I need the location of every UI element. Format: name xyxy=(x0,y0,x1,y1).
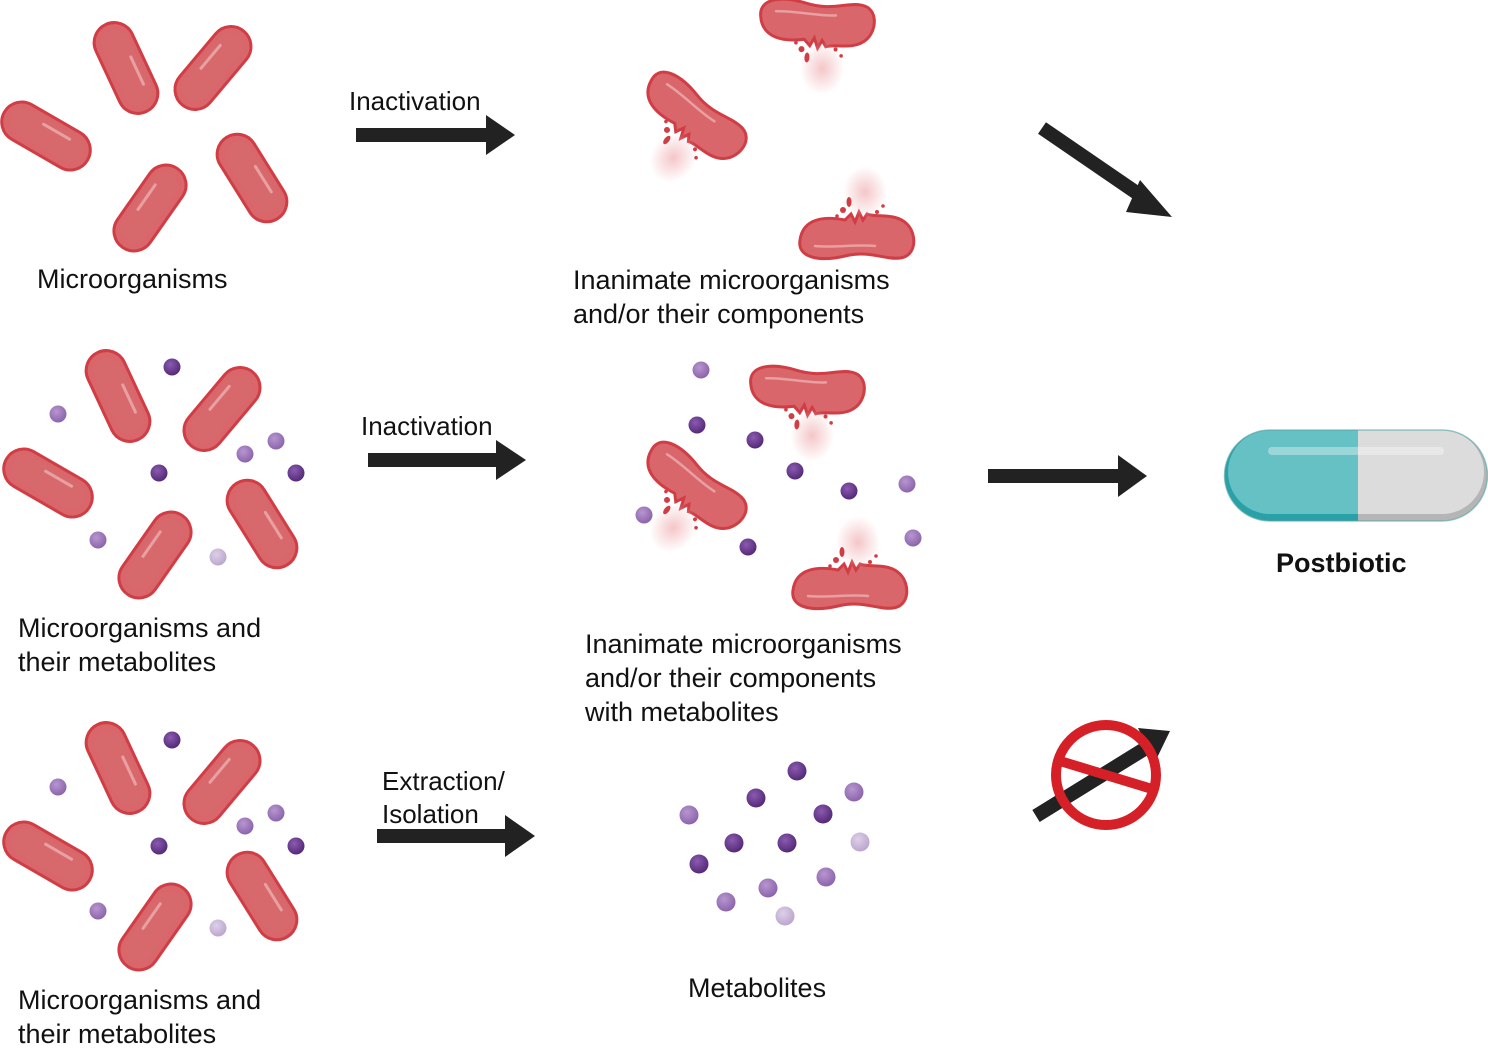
row-3-microorganisms-cluster xyxy=(0,714,306,980)
row-3-result-label: Metabolites xyxy=(688,973,827,1003)
metabolite-icon xyxy=(850,832,870,852)
metabolite-icon xyxy=(844,782,864,802)
bacterium-icon xyxy=(0,93,100,179)
metabolite-icon xyxy=(679,805,699,825)
bacterium-icon xyxy=(0,813,102,899)
row-1-to-postbiotic-arrow xyxy=(1038,122,1172,217)
row-1-microorganisms-cluster xyxy=(0,14,296,261)
row-2-to-postbiotic-arrow xyxy=(988,455,1147,497)
metabolite-icon xyxy=(904,529,922,547)
metabolite-icon xyxy=(49,778,67,796)
row-1-inactivation-arrow xyxy=(356,115,515,155)
row-2-source-label: Microorganisms and their metabolites xyxy=(18,613,262,677)
metabolite-icon xyxy=(739,538,757,556)
metabolite-icon xyxy=(236,817,254,835)
metabolite-icon xyxy=(689,854,709,874)
row-2-result-label: Inanimate microorganisms and/or their co… xyxy=(585,629,902,727)
row-2-inanimate-cluster xyxy=(604,361,922,611)
metabolite-icon xyxy=(692,361,710,379)
metabolite-icon xyxy=(688,416,706,434)
metabolite-icon xyxy=(150,464,168,482)
metabolite-icon xyxy=(267,432,285,450)
metabolite-icon xyxy=(898,475,916,493)
bacterium-icon xyxy=(165,16,261,120)
metabolite-icon xyxy=(786,462,804,480)
metabolite-icon xyxy=(236,445,254,463)
metabolite-icon xyxy=(89,531,107,549)
metabolite-icon xyxy=(163,358,181,376)
metabolite-icon xyxy=(777,833,797,853)
metabolite-icon xyxy=(267,804,285,822)
metabolite-icon xyxy=(287,464,305,482)
metabolite-icon xyxy=(724,833,744,853)
bacterium-icon xyxy=(174,357,270,461)
metabolite-icon xyxy=(775,906,795,926)
metabolite-icon xyxy=(787,761,807,781)
row-3-blocked-arrow xyxy=(1032,720,1170,830)
broken-bacterium-icon xyxy=(753,0,878,100)
metabolite-icon xyxy=(746,431,764,449)
bacterium-icon xyxy=(0,440,102,526)
metabolite-icon xyxy=(816,867,836,887)
row-3-metabolites-cluster xyxy=(679,761,870,926)
metabolite-icon xyxy=(163,731,181,749)
bacterium-icon xyxy=(109,874,201,980)
row-1-process-label: Inactivation xyxy=(349,86,481,116)
bacterium-icon xyxy=(218,843,306,949)
bacterium-icon xyxy=(78,342,158,450)
metabolite-icon xyxy=(89,902,107,920)
bacterium-icon xyxy=(104,155,196,261)
row-1-result-label: Inanimate microorganisms and/or their co… xyxy=(573,265,890,329)
metabolite-icon xyxy=(716,892,736,912)
row-1-source-label: Microorganisms xyxy=(37,264,228,294)
row-1-inanimate-cluster xyxy=(604,0,916,261)
metabolite-icon xyxy=(209,548,227,566)
metabolite-icon xyxy=(635,506,653,524)
row-3-source-label: Microorganisms and their metabolites xyxy=(18,985,262,1049)
bacterium-icon xyxy=(78,714,158,822)
broken-bacterium-icon xyxy=(604,433,755,580)
bacterium-icon xyxy=(208,125,296,231)
metabolite-icon xyxy=(49,405,67,423)
broken-bacterium-icon xyxy=(798,164,916,261)
prohibited-icon xyxy=(1051,720,1161,830)
capsule-icon xyxy=(1223,429,1488,522)
bacterium-icon xyxy=(218,471,306,577)
metabolite-icon xyxy=(209,919,227,937)
bacterium-icon xyxy=(174,730,270,834)
row-2-process-label: Inactivation xyxy=(361,411,493,441)
broken-bacterium-icon xyxy=(604,63,755,210)
metabolite-icon xyxy=(150,837,168,855)
row-2-inactivation-arrow xyxy=(368,440,526,480)
metabolite-icon xyxy=(813,804,833,824)
bacterium-icon xyxy=(109,502,201,608)
postbiotic-label: Postbiotic xyxy=(1276,548,1407,578)
metabolite-icon xyxy=(758,878,778,898)
row-3-process-label: Extraction/ Isolation xyxy=(382,766,505,829)
row-2-microorganisms-cluster xyxy=(0,342,306,608)
broken-bacterium-icon xyxy=(743,363,868,467)
broken-bacterium-icon xyxy=(791,514,909,611)
metabolite-icon xyxy=(840,482,858,500)
metabolite-icon xyxy=(746,788,766,808)
bacterium-icon xyxy=(86,14,166,122)
metabolite-icon xyxy=(287,837,305,855)
row-3-extraction-arrow xyxy=(377,815,535,857)
